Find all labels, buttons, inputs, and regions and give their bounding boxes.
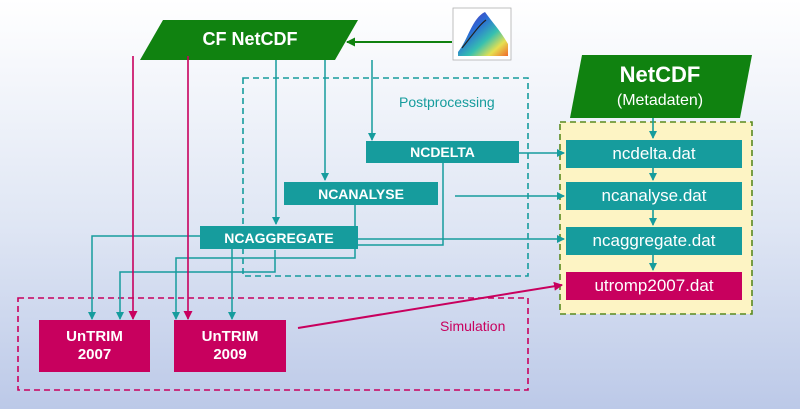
simulation-frame (17, 297, 529, 391)
model-thumbnail-image (452, 7, 512, 61)
netcdf-metadata-shape (570, 55, 752, 118)
file-ncanalyse: ncanalyse.dat (566, 182, 742, 210)
netcdf-title: NetCDF (619, 62, 701, 87)
postprocessing-frame (242, 77, 529, 277)
file-ncdelta: ncdelta.dat (566, 140, 742, 168)
postprocessing-label: Postprocessing (399, 94, 495, 110)
simulation-label: Simulation (440, 318, 506, 334)
untrim-2007-line2: 2007 (77, 346, 112, 363)
ncanalyse-box: NCANALYSE (284, 182, 438, 205)
untrim-2009-box: UnTRIM 2009 (174, 320, 286, 372)
cf-netcdf-label: CF NetCDF (202, 29, 298, 49)
untrim-2009-line2: 2009 (213, 346, 247, 363)
file-ncaggregate: ncaggregate.dat (566, 227, 742, 255)
netcdf-subtitle: (Metadaten) (616, 92, 704, 109)
untrim-2007-box: UnTRIM 2007 (39, 320, 150, 372)
untrim-2007-line1: UnTRIM (66, 328, 123, 345)
cf-netcdf-shape (140, 20, 358, 60)
file-utromp2007: utromp2007.dat (566, 272, 742, 300)
ncdelta-box: NCDELTA (366, 141, 519, 163)
ncaggregate-box: NCAGGREGATE (200, 226, 358, 249)
untrim-2009-line1: UnTRIM (201, 328, 259, 345)
